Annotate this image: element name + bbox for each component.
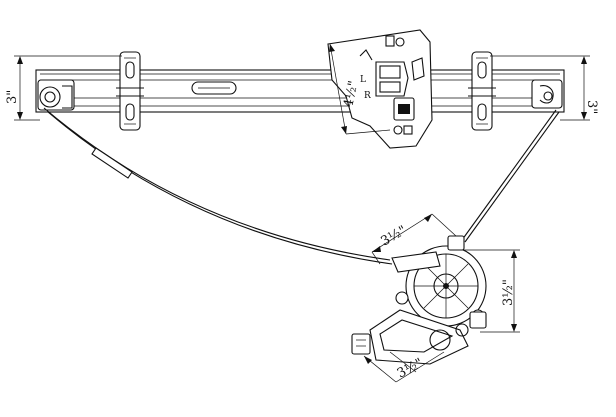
dimension-rail-right: 3" (584, 100, 599, 114)
cable-sleeve (91, 147, 133, 179)
dimension-motor-span: 3½" (379, 223, 410, 249)
glass-bracket: L R (327, 29, 433, 149)
motor-assembly (351, 235, 487, 373)
dimension-lines (14, 43, 590, 383)
right-pulley (531, 79, 563, 109)
dimension-bracket: 4½" (341, 79, 361, 108)
dimension-rail-left: 3" (5, 90, 20, 104)
bracket-mark-r: R (364, 91, 371, 101)
right-mounting-bracket (468, 51, 496, 131)
dimension-motor-height: 3½" (501, 279, 516, 306)
lift-cables (43, 107, 560, 265)
left-pulley (37, 79, 75, 111)
bracket-mark-l: L (360, 75, 366, 85)
left-mounting-bracket (116, 51, 144, 131)
